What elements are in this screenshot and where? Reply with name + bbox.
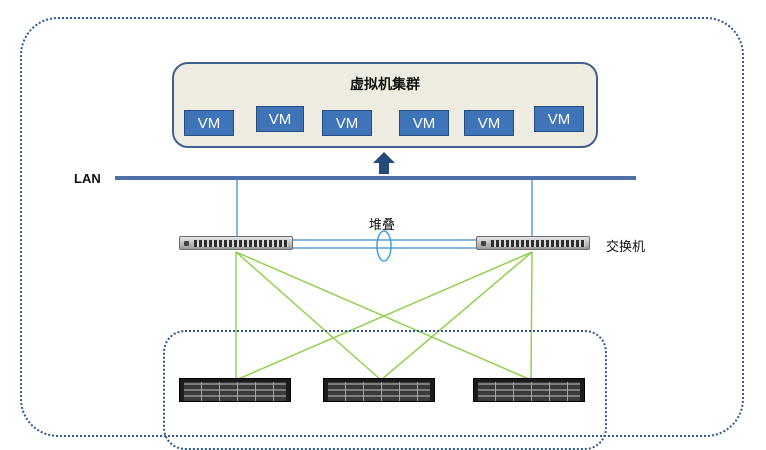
switch-led	[481, 241, 486, 246]
storage-server-3	[473, 378, 585, 402]
vm-2: VM	[256, 106, 304, 132]
switch-ports	[491, 240, 585, 247]
cluster-title: 虚拟机集群	[350, 77, 420, 93]
vm-1: VM	[184, 110, 234, 136]
lan-label: LAN	[74, 171, 101, 186]
up-arrow-icon	[373, 152, 395, 174]
vm-cluster-box: 虚拟机集群 VM VM VM VM VM VM	[172, 62, 598, 148]
storage-mesh	[235, 251, 533, 381]
vm-3: VM	[322, 110, 372, 136]
switch-led	[184, 241, 189, 246]
storage-server-2	[323, 378, 435, 402]
vm-4: VM	[399, 110, 449, 136]
network-links	[115, 152, 636, 381]
stack-ring	[376, 230, 392, 262]
vm-6: VM	[534, 106, 584, 132]
switch-label: 交换机	[606, 240, 646, 255]
vm-5: VM	[464, 110, 514, 136]
storage-server-1	[179, 378, 291, 402]
stack-label: 堆叠	[369, 218, 396, 233]
switch-ports	[194, 240, 288, 247]
switch-left	[179, 236, 293, 250]
switch-right	[476, 236, 590, 250]
